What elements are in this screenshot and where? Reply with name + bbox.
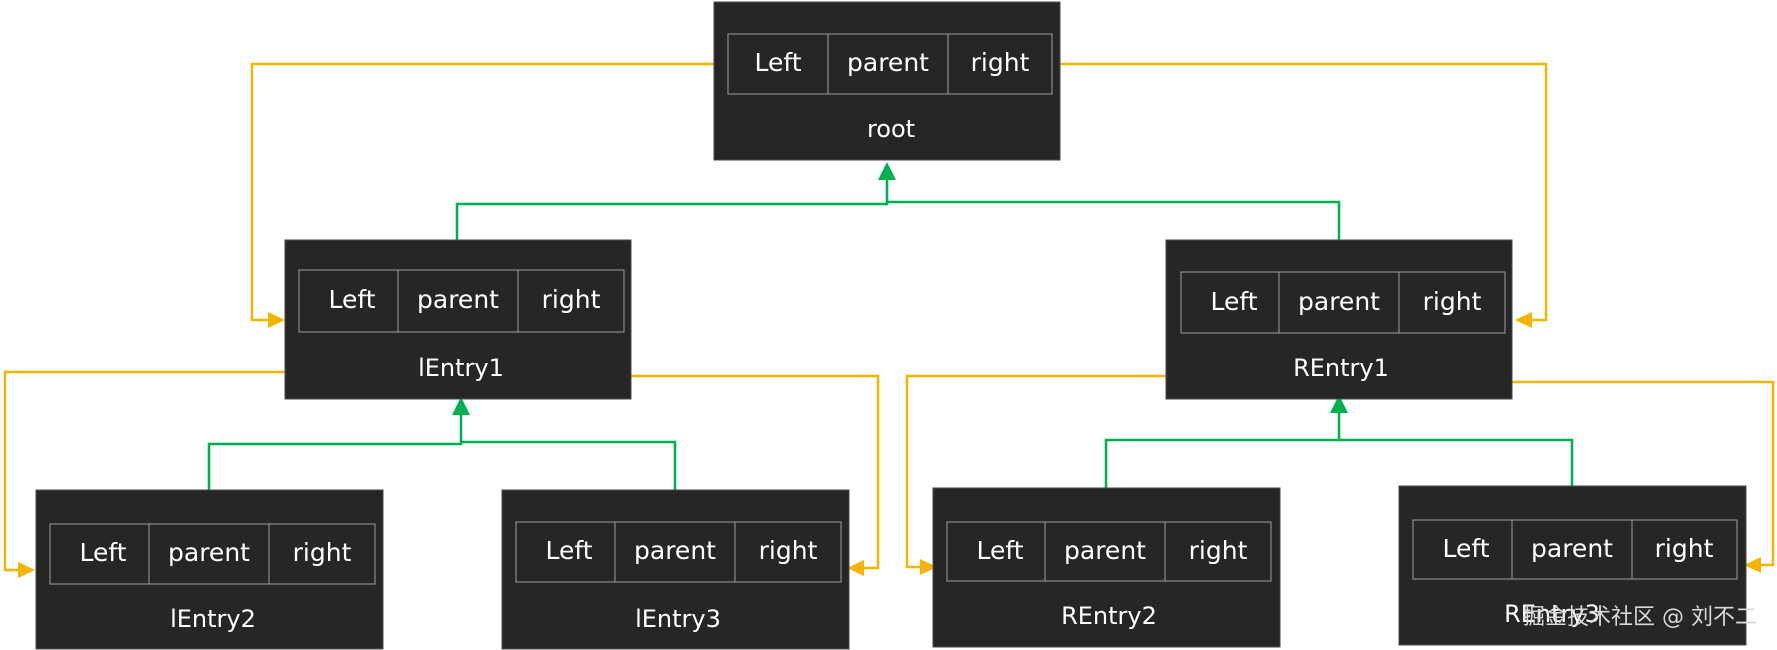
- cell-left: [298, 269, 399, 333]
- node-lentry2: Left parent right lEntry2: [35, 489, 384, 650]
- field-parent: parent: [1064, 536, 1146, 565]
- cell-parent: [1044, 521, 1166, 582]
- node-label: lEntry2: [170, 605, 256, 633]
- arrowhead-lentry1-up: [452, 397, 470, 415]
- node-label: REntry3: [1504, 600, 1600, 628]
- node-lentry3: Left parent right lEntry3: [501, 489, 850, 650]
- cell-left: [946, 521, 1046, 582]
- node-label: REntry2: [1061, 602, 1157, 630]
- field-right: right: [971, 48, 1030, 77]
- link-root-right-to-rentry1: [1052, 62, 1548, 322]
- arrowhead-rentry1-up: [1330, 395, 1348, 413]
- cell-parent: [148, 523, 270, 585]
- field-parent: parent: [1298, 287, 1380, 316]
- node-rentry3: Left parent right REntry3: [1398, 485, 1747, 646]
- link-lentry1-parent-to-root: [455, 176, 889, 270]
- cell-right: [1164, 521, 1272, 582]
- node-label: REntry1: [1293, 354, 1389, 382]
- cell-right: [517, 269, 625, 333]
- cell-left: [1412, 519, 1513, 580]
- field-parent: parent: [1531, 534, 1613, 563]
- watermark-text: 掘金技术社区 @ 刘不二: [1523, 605, 1757, 630]
- cell-parent: [614, 521, 736, 583]
- cell-left: [1180, 271, 1280, 334]
- field-parent: parent: [417, 285, 499, 314]
- field-left: Left: [79, 538, 126, 567]
- link-lentry2-parent-to-lentry1: [207, 414, 463, 524]
- field-right: right: [1189, 536, 1248, 565]
- arrowhead-lentry3: [847, 560, 864, 576]
- link-rentry2-parent-to-rentry1: [1104, 412, 1341, 522]
- field-left: Left: [1442, 534, 1489, 563]
- field-left: Left: [754, 48, 801, 77]
- node-lentry1: Left parent right lEntry1: [284, 239, 632, 400]
- arrowhead-rentry2: [920, 559, 937, 575]
- field-left: Left: [328, 285, 375, 314]
- cell-left: [49, 523, 150, 585]
- cell-right: [1631, 519, 1738, 580]
- field-parent: parent: [847, 48, 929, 77]
- field-left: Left: [1210, 287, 1257, 316]
- cell-right: [947, 33, 1053, 95]
- cell-parent: [827, 33, 949, 95]
- node-label: root: [867, 115, 915, 143]
- arrowhead-root: [878, 162, 896, 180]
- field-right: right: [759, 536, 818, 565]
- cell-parent: [1278, 271, 1400, 334]
- field-left: Left: [976, 536, 1023, 565]
- cell-right: [1398, 271, 1506, 334]
- field-right: right: [542, 285, 601, 314]
- cell-left: [515, 521, 616, 583]
- node-label: lEntry3: [635, 605, 721, 633]
- arrowhead-rentry3: [1744, 557, 1761, 573]
- node-label: lEntry1: [418, 354, 504, 382]
- arrowhead-lentry2: [18, 562, 35, 578]
- link-root-left-to-lentry1: [250, 62, 728, 322]
- cell-right: [268, 523, 376, 585]
- cell-parent: [1511, 519, 1633, 580]
- node-rentry1: Left parent right REntry1: [1165, 239, 1513, 400]
- field-right: right: [1655, 534, 1714, 563]
- node-rentry2: Left parent right REntry2: [932, 487, 1281, 648]
- field-parent: parent: [168, 538, 250, 567]
- arrowhead-lentry1: [268, 312, 285, 328]
- node-root: Left parent right root: [713, 1, 1061, 161]
- field-right: right: [1423, 287, 1482, 316]
- arrowhead-rentry1: [1515, 312, 1532, 328]
- cell-right: [734, 521, 842, 583]
- field-parent: parent: [634, 536, 716, 565]
- field-right: right: [293, 538, 352, 567]
- field-left: Left: [545, 536, 592, 565]
